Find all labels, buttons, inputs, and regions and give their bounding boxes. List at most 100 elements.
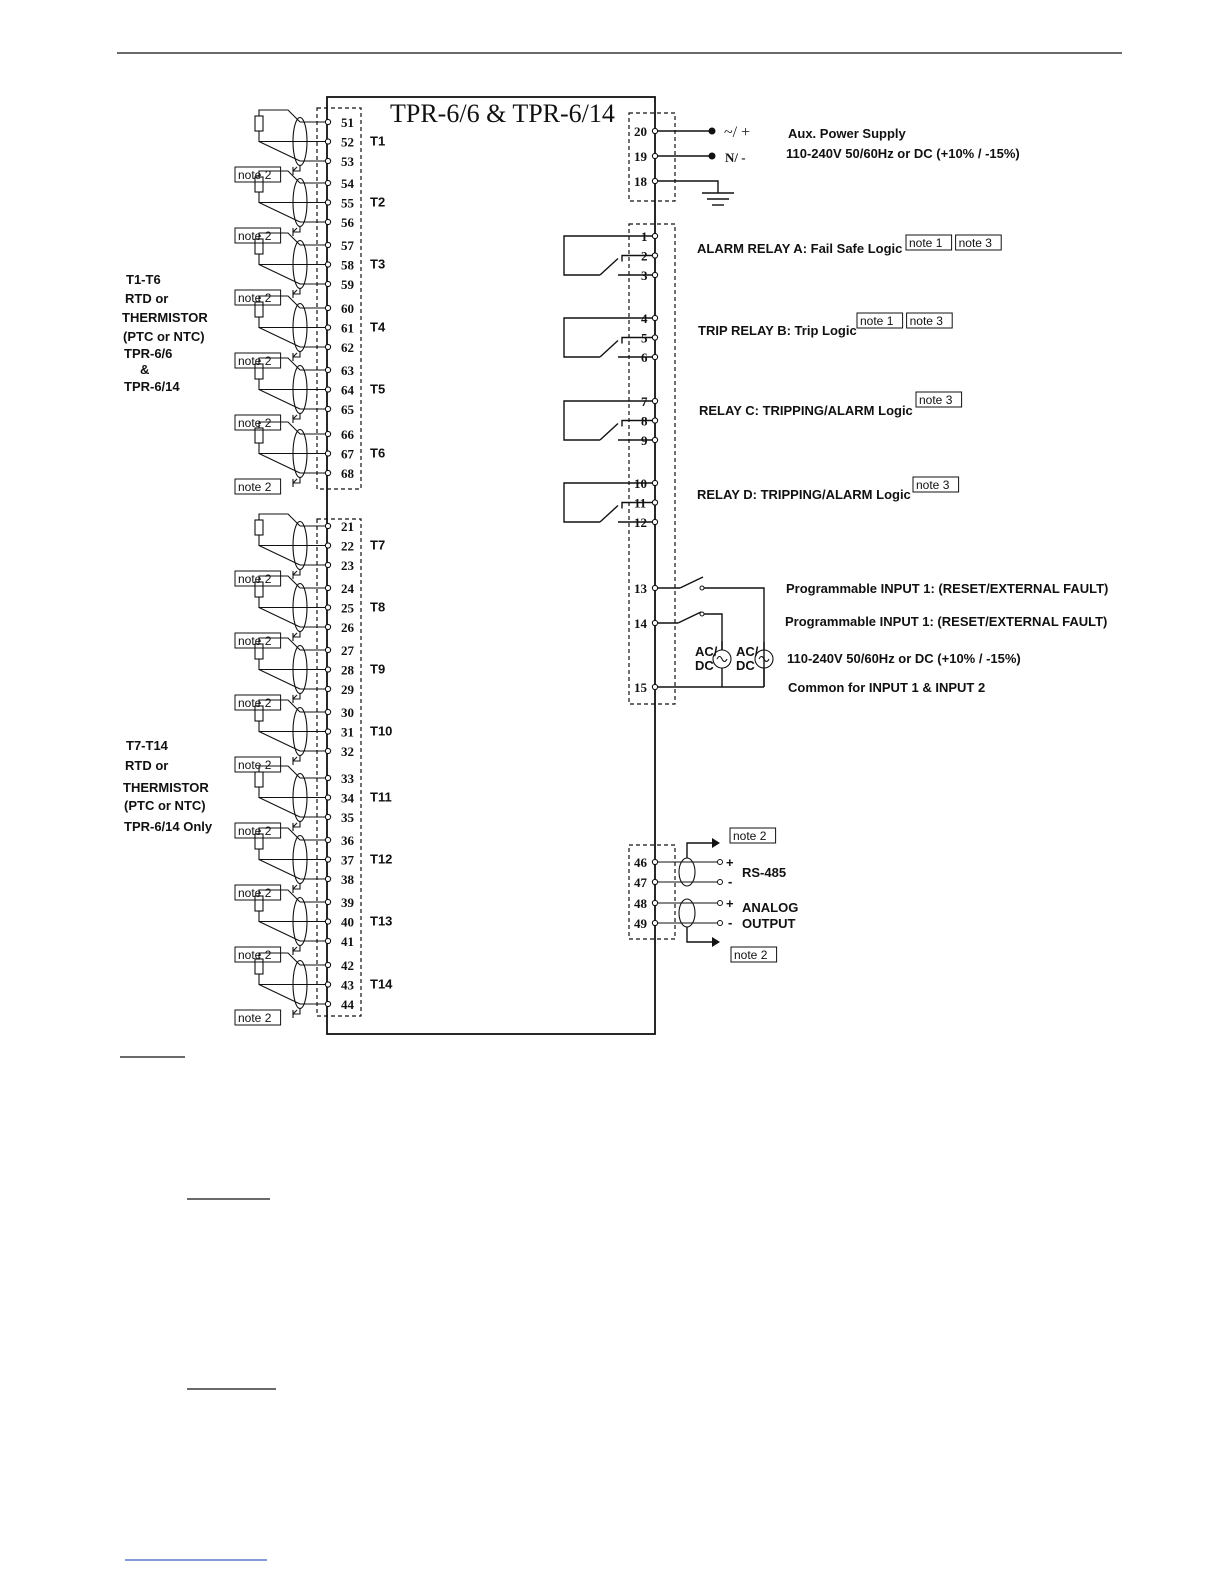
terminal-dot [324, 646, 332, 654]
terminal-dot [324, 179, 332, 187]
terminal-number: 29 [341, 682, 355, 697]
rtd-lead-bottom [258, 327, 301, 348]
sensor-note-box: note 2 [238, 758, 272, 772]
acdc-source-wave [758, 655, 770, 663]
terminal-dot [324, 584, 332, 592]
terminal-dot [324, 961, 332, 969]
shield-arrow [292, 570, 298, 579]
rtd-lead-bottom [258, 669, 301, 690]
rtd-lead-bottom [258, 545, 301, 566]
analog-shield-arrow [712, 937, 720, 947]
rtd-lead-top [258, 421, 301, 435]
comms-terminal-dot [651, 899, 659, 907]
terminal-number: 56 [341, 215, 355, 230]
terminal-dot [324, 685, 332, 693]
sensor-note-box: note 2 [238, 480, 272, 494]
terminal-number: 51 [341, 115, 354, 130]
shield-arrow [292, 946, 298, 955]
terminal-dot [324, 118, 332, 126]
acdc1-label-bottom: DC [695, 658, 714, 673]
relay-terminal-dot [651, 252, 659, 259]
left-group2-line: RTD or [125, 758, 168, 773]
shield-drain [293, 631, 301, 638]
input-terminal-number: 13 [634, 581, 648, 596]
left-group2-line: TPR-6/14 Only [124, 819, 213, 834]
terminal-number: 25 [341, 601, 355, 616]
relay-terminal-dot [651, 417, 659, 424]
comms-minus-sign: - [728, 915, 732, 930]
acdc1-label-top: AC/ [695, 644, 718, 659]
rtd-sensor [254, 519, 264, 536]
terminal-number: 33 [341, 771, 355, 786]
left-group1-line: & [140, 362, 149, 377]
power-terminal-number: 18 [634, 174, 648, 189]
terminal-number: 37 [341, 853, 355, 868]
relay-note-box: note 1 [909, 236, 943, 250]
terminal-number: 22 [341, 539, 354, 554]
input-common-label: Common for INPUT 1 & INPUT 2 [788, 680, 985, 695]
relay-terminal-dot [651, 518, 659, 526]
shield-arrow [292, 694, 298, 703]
input-terminal-number: 14 [634, 616, 648, 631]
left-group1-line: TPR-6/6 [124, 346, 172, 361]
terminal-dot [324, 856, 332, 863]
rtd-lead-bottom [258, 607, 301, 628]
relay-terminal-dot [651, 334, 659, 341]
left-group2-line: THERMISTOR [123, 780, 209, 795]
sensor-note-box-frame [234, 694, 282, 711]
relay-terminal-dot [651, 397, 659, 405]
channel-name: T4 [370, 320, 386, 335]
input2-return [702, 613, 723, 650]
relay-note-box-frame [955, 234, 1002, 251]
shield-drain [293, 945, 301, 952]
terminal-number: 64 [341, 383, 355, 398]
relay-common-wire [563, 482, 652, 523]
sensor-note-box-frame [234, 822, 282, 839]
rtd-lead-top [258, 637, 301, 651]
terminal-dot [324, 981, 332, 988]
sensor-note-box-frame [234, 289, 282, 306]
terminal-number: 58 [341, 258, 355, 273]
shield-drain [293, 821, 301, 828]
input1-contact [699, 585, 705, 591]
aux-power-spec: 110-240V 50/60Hz or DC (+10% / -15%) [786, 146, 1020, 161]
shield-arrow [292, 166, 298, 175]
terminal-number: 36 [341, 833, 355, 848]
terminal-dot [324, 1000, 332, 1008]
sensor-note-box-frame [234, 352, 282, 369]
terminal-dot [324, 623, 332, 631]
rtd-lead-bottom [258, 453, 301, 474]
relay-note-box: note 3 [919, 393, 953, 407]
terminal-number: 55 [341, 196, 355, 211]
relay-contact-blade [599, 257, 619, 276]
shield-drain [293, 883, 301, 890]
terminal-number: 35 [341, 810, 355, 825]
sensor-note-box: note 2 [238, 416, 272, 430]
comms-pos-pin [717, 900, 723, 906]
analog-note-box: note 2 [734, 948, 768, 962]
acdc-source-wave [716, 655, 728, 663]
rtd-lead-top [258, 699, 301, 713]
rtd-lead-top [258, 513, 301, 527]
terminal-dot [324, 522, 332, 530]
relay-terminal-dot [651, 314, 659, 322]
shield-arrow [292, 227, 298, 236]
channel-name: T14 [370, 977, 393, 992]
shield-arrow [292, 352, 298, 361]
relay-terminal-dot [651, 232, 659, 240]
left-group1-line: RTD or [125, 291, 168, 306]
input2-label: Programmable INPUT 1: (RESET/EXTERNAL FA… [785, 614, 1107, 629]
sensor-note-box-frame [234, 946, 282, 963]
left-group1-line: T1-T6 [126, 272, 161, 287]
left-group2-line: (PTC or NTC) [124, 798, 206, 813]
relay-note-box-frame [915, 391, 963, 408]
terminal-number: 31 [341, 725, 354, 740]
